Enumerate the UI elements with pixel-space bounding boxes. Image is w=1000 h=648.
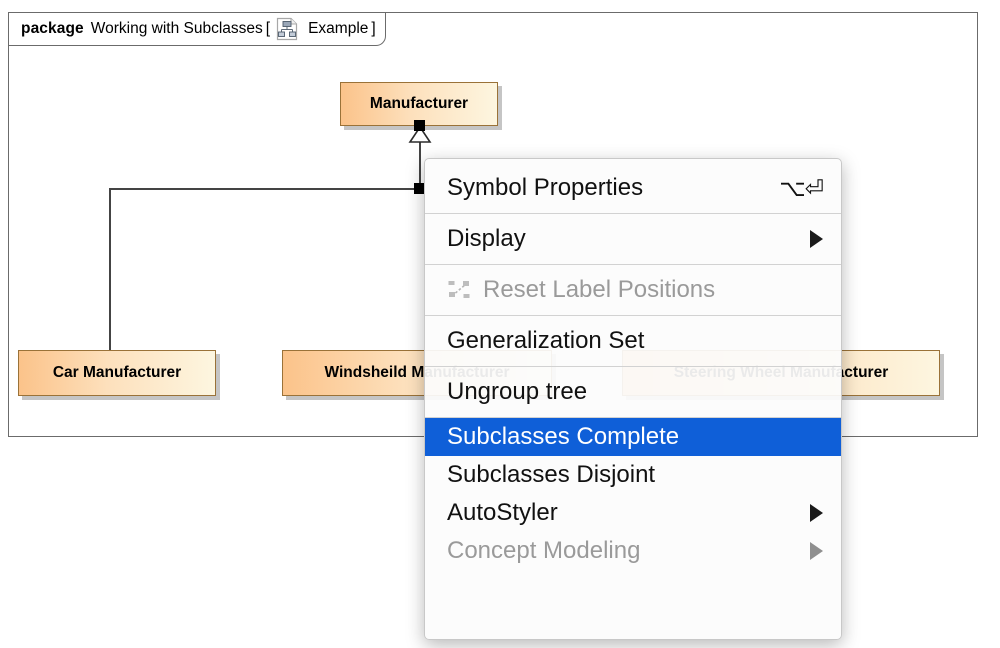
menu-item-ungroup-tree[interactable]: Ungroup tree bbox=[425, 367, 841, 417]
gen-line-vertical-car bbox=[109, 188, 111, 352]
menu-item-label: Reset Label Positions bbox=[483, 276, 716, 303]
class-diagram-icon bbox=[276, 17, 298, 41]
menu-item-reset-label-positions: Reset Label Positions bbox=[425, 265, 841, 315]
reset-label-positions-icon bbox=[447, 279, 473, 301]
class-box-car-manufacturer[interactable]: Car Manufacturer bbox=[18, 350, 216, 396]
menu-item-label: Symbol Properties bbox=[447, 174, 644, 201]
menu-item-autostyler[interactable]: AutoStyler bbox=[425, 494, 841, 532]
tree-handle-junction[interactable] bbox=[414, 183, 425, 194]
menu-item-subclasses-complete[interactable]: Subclasses Complete bbox=[425, 418, 841, 456]
package-keyword: package bbox=[21, 20, 84, 37]
menu-item-label: AutoStyler bbox=[447, 499, 558, 526]
class-name-manufacturer: Manufacturer bbox=[369, 95, 469, 112]
class-name-car-manufacturer: Car Manufacturer bbox=[52, 364, 182, 381]
package-tab[interactable]: package Working with Subclasses [ Exampl… bbox=[8, 12, 386, 46]
menu-separator bbox=[425, 264, 841, 265]
menu-separator bbox=[425, 315, 841, 316]
menu-item-generalization-set[interactable]: Generalization Set bbox=[425, 316, 841, 366]
menu-separator bbox=[425, 213, 841, 214]
gen-line-vertical-root bbox=[418, 140, 421, 190]
menu-item-label: Ungroup tree bbox=[447, 378, 588, 405]
menu-item-label: Display bbox=[447, 225, 526, 252]
generalization-triangle-icon bbox=[408, 126, 432, 143]
menu-item-subclasses-disjoint[interactable]: Subclasses Disjoint bbox=[425, 456, 841, 494]
menu-item-label: Subclasses Disjoint bbox=[447, 461, 656, 488]
submenu-arrow-icon bbox=[810, 230, 823, 248]
menu-separator bbox=[425, 417, 841, 418]
submenu-arrow-icon bbox=[810, 504, 823, 522]
menu-item-symbol-properties[interactable]: Symbol Properties ⌥⏎ bbox=[425, 163, 841, 213]
class-box-manufacturer[interactable]: Manufacturer bbox=[340, 82, 498, 126]
menu-item-concept-modeling: Concept Modeling bbox=[425, 532, 841, 570]
menu-item-display[interactable]: Display bbox=[425, 214, 841, 264]
diagram-label: Example bbox=[308, 20, 369, 37]
bracket-open: [ bbox=[265, 20, 271, 37]
package-name: Working with Subclasses bbox=[90, 20, 263, 37]
menu-separator bbox=[425, 366, 841, 367]
menu-item-shortcut: ⌥⏎ bbox=[779, 174, 824, 201]
gen-line-horizontal bbox=[109, 188, 421, 190]
bracket-close: ] bbox=[371, 20, 376, 37]
menu-item-label: Concept Modeling bbox=[447, 537, 641, 564]
submenu-arrow-icon bbox=[810, 542, 823, 560]
tree-handle-root[interactable] bbox=[414, 120, 425, 131]
menu-item-label: Subclasses Complete bbox=[447, 423, 680, 450]
menu-item-label: Generalization Set bbox=[447, 327, 645, 354]
